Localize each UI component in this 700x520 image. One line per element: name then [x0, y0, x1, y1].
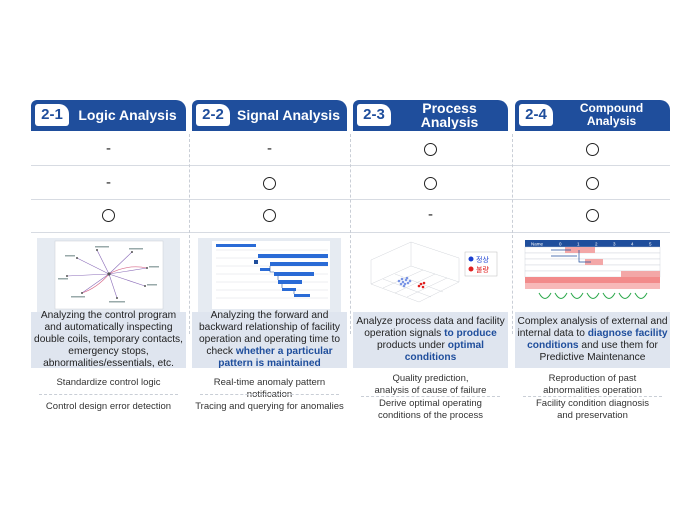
description-text: Analyzing the control program and automa…: [31, 310, 186, 370]
mark-row-3: [515, 200, 670, 230]
description-box: Complex analysis of external and interna…: [515, 312, 670, 368]
column-divider: [350, 134, 351, 334]
circle-mark-icon: [586, 142, 599, 156]
mark-row-2: -: [106, 174, 111, 191]
description-segment: Complex analysis of external and interna…: [517, 316, 668, 339]
description-segment: Analyzing the control program and automa…: [34, 310, 183, 369]
table-header-cell: 4: [631, 242, 634, 247]
mark-row-2: [353, 168, 508, 198]
comparison-board: 2-1 Logic Analysis - -: [31, 98, 670, 428]
description-box: Analyzing the forward and backward relat…: [192, 310, 347, 370]
mark-row-3: -: [428, 206, 433, 223]
legend-defect-label: 불량: [476, 265, 489, 274]
table-header-cell: 2: [595, 242, 598, 247]
signal-timeline-image: [198, 238, 341, 313]
legend-normal-label: 정상: [476, 255, 489, 264]
table-header-cell: Name: [531, 242, 544, 247]
highlight-text: diagnose facility conditions: [527, 328, 668, 351]
process-scatter-image: 정상 불량: [359, 238, 502, 313]
description-segment: Analyzing the forward and backward relat…: [198, 310, 341, 357]
table-header-cell: 0: [559, 242, 562, 247]
tab-title: Logic Analysis: [78, 107, 177, 123]
tab-underline: [353, 129, 508, 131]
mark-row-2: [515, 168, 670, 198]
tab-underline: [515, 129, 670, 131]
circle-mark-icon: [424, 176, 437, 190]
column-compound-analysis: 2-4 Compound Analysis Name 0 1 2 3 4 5: [515, 98, 670, 428]
circle-mark-icon: [263, 208, 276, 222]
column-divider: [189, 134, 190, 334]
table-header-cell: 1: [577, 242, 580, 247]
description-text: Complex analysis of external and interna…: [515, 316, 670, 364]
description-segment: and use them for Predictive Maintenance: [539, 340, 658, 363]
highlight-text: whether a particular pattern is maintain…: [218, 346, 333, 369]
description-segment: Analyze process data and facility operat…: [356, 316, 505, 339]
tab-underline: [31, 129, 186, 131]
highlight-text: to produce: [444, 328, 497, 339]
tab-signal-analysis: 2-2 Signal Analysis: [192, 100, 347, 130]
column-process-analysis: 2-3 Process Analysis -: [353, 98, 508, 428]
bullet-divider: [361, 396, 500, 397]
tab-process-analysis: 2-3 Process Analysis: [353, 100, 508, 130]
bullet-item: Real-time anomaly pattern notification: [213, 377, 326, 400]
mark-row-1: [353, 134, 508, 164]
tab-underline: [192, 129, 347, 131]
description-segment: products under: [376, 340, 448, 351]
tab-number: 2-1: [35, 104, 69, 126]
table-header-cell: 5: [649, 242, 652, 247]
mark-row-2: [192, 168, 347, 198]
bullet-item: Control design error detection: [45, 401, 172, 412]
description-text: Analyzing the forward and backward relat…: [192, 310, 347, 370]
description-text: Analyze process data and facility operat…: [353, 316, 508, 364]
description-box: Analyzing the control program and automa…: [31, 310, 186, 370]
bullet-item: Facility condition diagnosis and preserv…: [535, 398, 649, 421]
highlight-text: optimal conditions: [404, 340, 485, 363]
signal-timeline-illustration: [212, 241, 330, 309]
bullet-item: Quality prediction, analysis of cause of…: [374, 373, 487, 396]
bullet-divider: [39, 394, 178, 395]
mark-row-1: -: [106, 140, 111, 157]
description-box: Analyze process data and facility operat…: [353, 312, 508, 368]
circle-mark-icon: [102, 208, 115, 222]
tab-number: 2-3: [357, 104, 391, 126]
tab-number: 2-2: [196, 104, 230, 126]
table-header-cell: 3: [613, 242, 616, 247]
column-logic-analysis: 2-1 Logic Analysis - -: [31, 98, 186, 428]
bullet-divider: [200, 394, 339, 395]
tab-compound-analysis: 2-4 Compound Analysis: [515, 100, 670, 130]
column-divider: [512, 134, 513, 334]
circle-mark-icon: [263, 176, 276, 190]
mark-row-1: -: [267, 140, 272, 157]
compound-table-illustration: Name 0 1 2 3 4 5: [524, 240, 661, 299]
bullet-item: Standardize control logic: [56, 377, 161, 388]
bullet-item: Reproduction of past abnormalities opera…: [543, 373, 642, 396]
tab-title: Compound Analysis: [579, 101, 644, 128]
circle-mark-icon: [424, 142, 437, 156]
network-graph-illustration: [54, 240, 164, 310]
circle-mark-icon: [586, 208, 599, 222]
compound-table-image: Name 0 1 2 3 4 5: [521, 238, 664, 313]
tab-title: Process Analysis: [420, 100, 479, 130]
bullet-item: Derive optimal operating conditions of t…: [377, 398, 484, 421]
bullet-divider: [523, 396, 662, 397]
tab-logic-analysis: 2-1 Logic Analysis: [31, 100, 186, 130]
mark-row-1: [515, 134, 670, 164]
3d-scatter-illustration: 정상 불량: [370, 241, 498, 303]
tab-number: 2-4: [519, 104, 553, 126]
bullet-item: Tracing and querying for anomalies: [195, 401, 344, 412]
logic-graph-image: [37, 238, 180, 313]
tab-title: Signal Analysis: [237, 107, 340, 123]
mark-row-3: [31, 200, 186, 230]
mark-row-3: [192, 200, 347, 230]
circle-mark-icon: [586, 176, 599, 190]
column-signal-analysis: 2-2 Signal Analysis - Analyzing th: [192, 98, 347, 428]
